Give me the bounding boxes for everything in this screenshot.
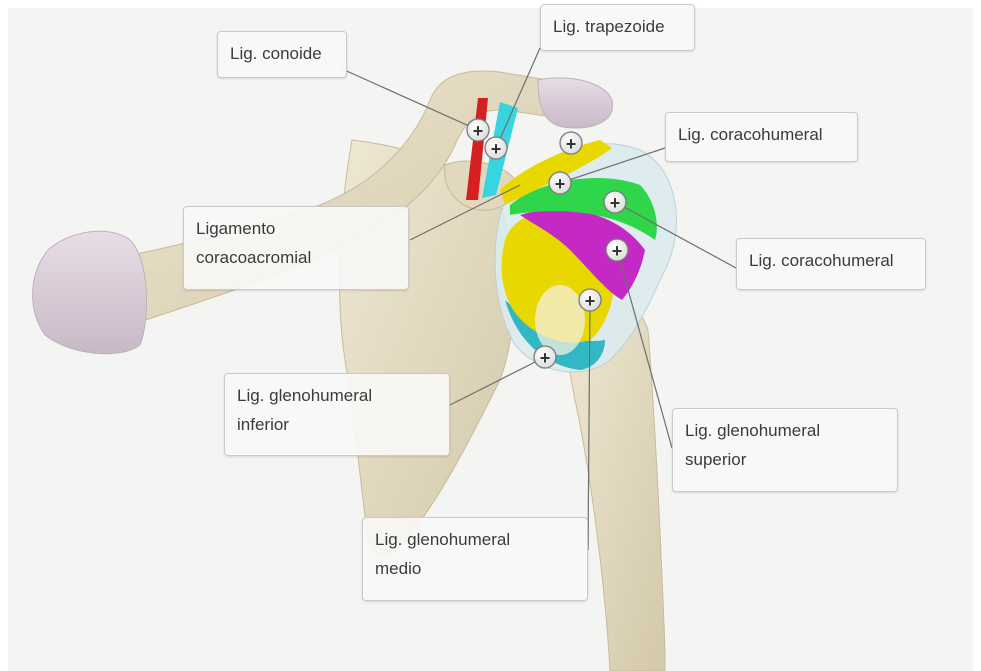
label-text-line1: Lig. glenohumeral [237,381,437,410]
label-text: Lig. conoide [230,39,334,68]
svg-text:+: + [585,291,596,311]
clavicle-sternal-end [33,231,147,353]
label-text-line2: superior [685,445,885,474]
label-lig-coracohumeral-right[interactable]: Lig. coracohumeral [736,238,926,290]
hotspot-gh-inferior-icon[interactable]: + [534,346,556,368]
svg-text:+: + [610,193,621,213]
label-text: Lig. coracohumeral [749,246,913,275]
label-lig-glenohumeral-medio[interactable]: Lig. glenohumeral medio [362,517,588,601]
svg-text:+: + [473,121,484,141]
label-text-line1: Ligamento [196,214,396,243]
svg-text:+: + [491,139,502,159]
label-text-line2: inferior [237,410,437,439]
label-ligamento-coracoacromial[interactable]: Ligamento coracoacromial [183,206,409,290]
svg-text:+: + [555,174,566,194]
hotspot-gh-medio-icon[interactable]: + [579,289,601,311]
label-lig-glenohumeral-superior[interactable]: Lig. glenohumeral superior [672,408,898,492]
svg-text:+: + [540,348,551,368]
label-text-line2: coracoacromial [196,243,396,272]
label-lig-coracohumeral-top[interactable]: Lig. coracohumeral [665,112,858,162]
hotspot-gh-superior-icon[interactable]: + [606,239,628,261]
svg-text:+: + [566,134,577,154]
hotspot-coracoacromial-icon[interactable]: + [560,132,582,154]
hotspot-coracohumeral-right-icon[interactable]: + [604,191,626,213]
label-text-line1: Lig. glenohumeral [375,525,575,554]
label-text-line1: Lig. glenohumeral [685,416,885,445]
label-lig-conoide[interactable]: Lig. conoide [217,31,347,78]
label-text-line2: medio [375,554,575,583]
humeral-head-highlight [535,285,585,355]
label-text: Lig. trapezoide [553,12,682,41]
label-lig-glenohumeral-inferior[interactable]: Lig. glenohumeral inferior [224,373,450,456]
hotspot-coracohumeral-top-icon[interactable]: + [549,172,571,194]
label-lig-trapezoide[interactable]: Lig. trapezoide [540,4,695,51]
hotspot-trapezoide-icon[interactable]: + [485,137,507,159]
svg-text:+: + [612,241,623,261]
hotspot-conoide-icon[interactable]: + [467,119,489,141]
label-text: Lig. coracohumeral [678,120,845,149]
